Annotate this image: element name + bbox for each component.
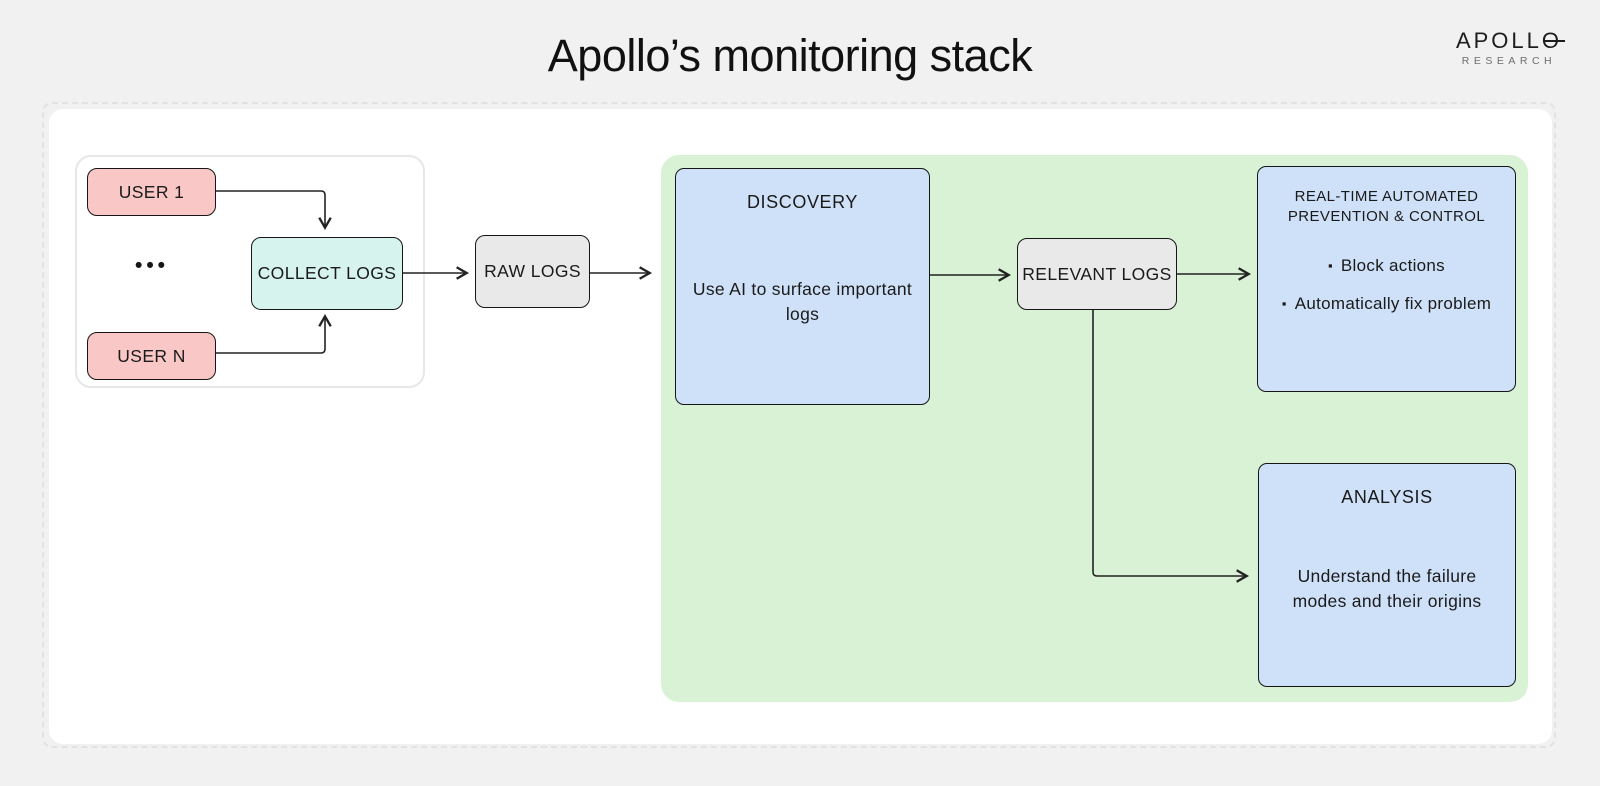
bullet-item: ▪ Block actions bbox=[1328, 255, 1445, 278]
bullet-text: Automatically fix problem bbox=[1294, 293, 1492, 313]
apollo-research-logo: APOLLO RESEARCH bbox=[1456, 30, 1562, 68]
bullet-item: ▪ Automatically fix problem bbox=[1282, 293, 1491, 316]
square-bullet-icon: ▪ bbox=[1328, 258, 1333, 273]
discovery-description: Use AI to surface important logs bbox=[692, 279, 913, 324]
collect-logs-node: COLLECT LOGS bbox=[251, 237, 403, 310]
analysis-title: ANALYSIS bbox=[1341, 487, 1433, 507]
square-bullet-icon: ▪ bbox=[1281, 295, 1287, 311]
user-1-node: USER 1 bbox=[87, 168, 216, 216]
relevant-logs-node: RELEVANT LOGS bbox=[1017, 238, 1177, 310]
prevention-bullet-list: ▪ Block actions ▪ Automatically fix proble… bbox=[1266, 255, 1507, 316]
logo-wordmark: APOLLO bbox=[1456, 30, 1562, 52]
page-title: Apollo’s monitoring stack bbox=[547, 30, 1033, 81]
diagram-dashed-frame bbox=[42, 102, 1556, 748]
prevention-control-node: REAL-TIME AUTOMATED PREVENTION & CONTROL… bbox=[1257, 166, 1516, 392]
users-ellipsis: ••• bbox=[134, 254, 170, 277]
analysis-description: Understand the failure modes and their o… bbox=[1292, 566, 1482, 611]
discovery-node: DISCOVERY Use AI to surface important lo… bbox=[675, 168, 930, 405]
logo-wordmark-prefix: APOLL bbox=[1455, 28, 1542, 53]
raw-logs-node: RAW LOGS bbox=[475, 235, 590, 308]
logo-subtitle: RESEARCH bbox=[1461, 55, 1557, 67]
prevention-control-title: REAL-TIME AUTOMATED PREVENTION & CONTROL bbox=[1287, 188, 1486, 226]
analysis-node: ANALYSIS Understand the failure modes an… bbox=[1258, 463, 1516, 687]
logo-crossed-o: O bbox=[1541, 28, 1562, 53]
bullet-text: Block actions bbox=[1340, 256, 1445, 275]
user-n-node: USER N bbox=[87, 332, 216, 380]
discovery-title: DISCOVERY bbox=[746, 192, 859, 212]
